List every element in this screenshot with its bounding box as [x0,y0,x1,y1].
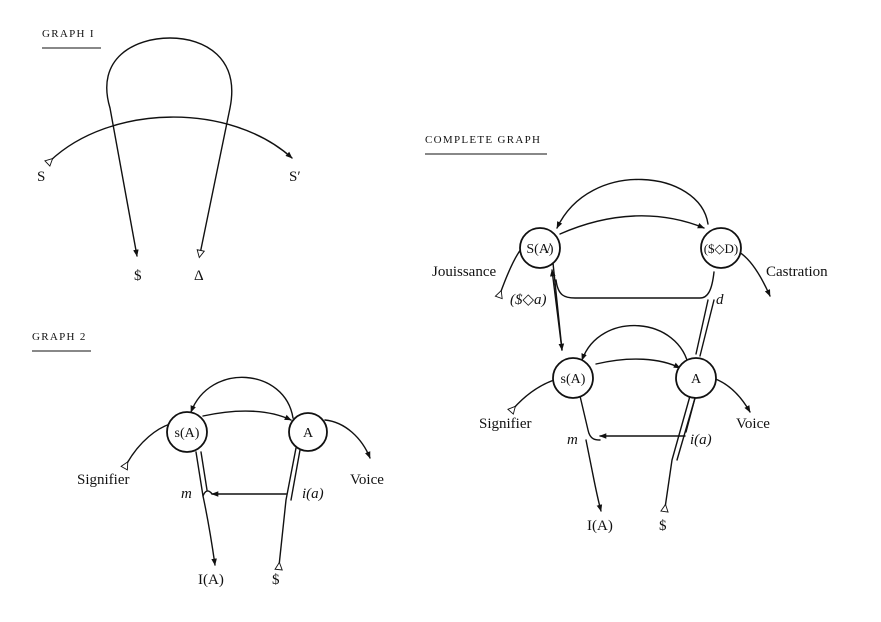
graph-1-label-delta: Δ [194,268,204,284]
graph-2-signifier-line [126,423,171,465]
complete-left-bottom-branch [585,439,603,512]
graph-1-loop-arrow [106,37,233,256]
graph-2-left-double [200,451,208,491]
complete-label-jouissance: Jouissance [432,264,496,280]
complete-label-barred-s: $ [659,518,667,534]
complete-right-connector-double [699,299,715,357]
complete-node-s-barred-a-label: S(A̸) [526,242,554,257]
complete-graph: COMPLETE GRAPH S(A̸) ($◇D) s(A) [425,134,828,534]
graph-2-right-double [290,449,301,501]
graph-2-label-signifier: Signifier [77,472,130,488]
graph-2: GRAPH 2 s(A) A Signifier Voice m i(a) I(… [32,331,384,588]
complete-node-drive [700,227,742,269]
complete-right-bottom-branch [665,395,691,508]
graph-2-top-arc [190,376,294,419]
complete-right-connector [695,299,709,355]
graph-2-label-voice: Voice [350,472,384,488]
graph-2-left-branch [195,451,217,566]
complete-lower-top-arc [581,325,690,369]
graph-2-right-branch [279,447,297,566]
complete-lower-chain-arc [595,358,681,369]
complete-castration-arrow [738,251,771,297]
complete-left-up-arrow [550,269,563,351]
complete-upper-top-arc [556,178,709,229]
graph-2-node-s-a [166,411,208,453]
complete-node-s-a [552,357,594,399]
complete-lower-left-corner [579,395,601,441]
complete-label-signifier: Signifier [479,416,532,432]
graph-1-label-s-prime: S′ [289,169,301,185]
complete-label-i-a: i(a) [690,432,712,448]
graph-2-chain-arc [202,410,292,421]
graph-2-label-m: m [181,486,192,502]
graph-2-node-s-a-label: s(A) [175,426,200,441]
graph-2-heading: GRAPH 2 [32,331,87,343]
complete-node-s-a-label: s(A) [561,372,586,387]
complete-upper-inner-loop [555,271,715,299]
complete-graph-heading: COMPLETE GRAPH [425,134,541,146]
graph-2-node-a-label: A [303,426,314,441]
graph-1-label-s: S [37,169,45,185]
complete-label-i-big-a: I(A) [587,518,613,534]
complete-label-m: m [567,432,578,448]
complete-right-bottom-double [676,397,696,461]
complete-upper-chain-arc [559,215,705,235]
graph-2-label-i-big-a: I(A) [198,572,224,588]
graph-2-label-barred-s: $ [272,572,280,588]
graph-1-heading: GRAPH I [42,28,95,40]
graph-1-signifying-chain [50,116,293,161]
complete-label-fantasy: ($◇a) [510,292,547,308]
complete-label-voice: Voice [736,416,770,432]
graph-2-node-a [288,412,328,452]
graph-2-voice-arrow [324,419,371,459]
graph-2-inner-corner [202,490,213,497]
graph-2-label-i-a: i(a) [302,486,324,502]
complete-node-s-barred-a [519,227,561,269]
complete-node-drive-label: ($◇D) [704,241,739,256]
graph-1: GRAPH I S S′ $ Δ [37,28,301,284]
graph-1-label-barred-s: $ [134,268,142,284]
complete-signifier-line [513,379,555,409]
complete-label-d: d [716,292,724,308]
complete-node-a-label: A [691,372,702,387]
complete-jouissance-line [500,247,523,294]
complete-node-a [675,357,717,399]
complete-label-castration: Castration [766,264,828,280]
complete-voice-arrow [712,377,751,413]
